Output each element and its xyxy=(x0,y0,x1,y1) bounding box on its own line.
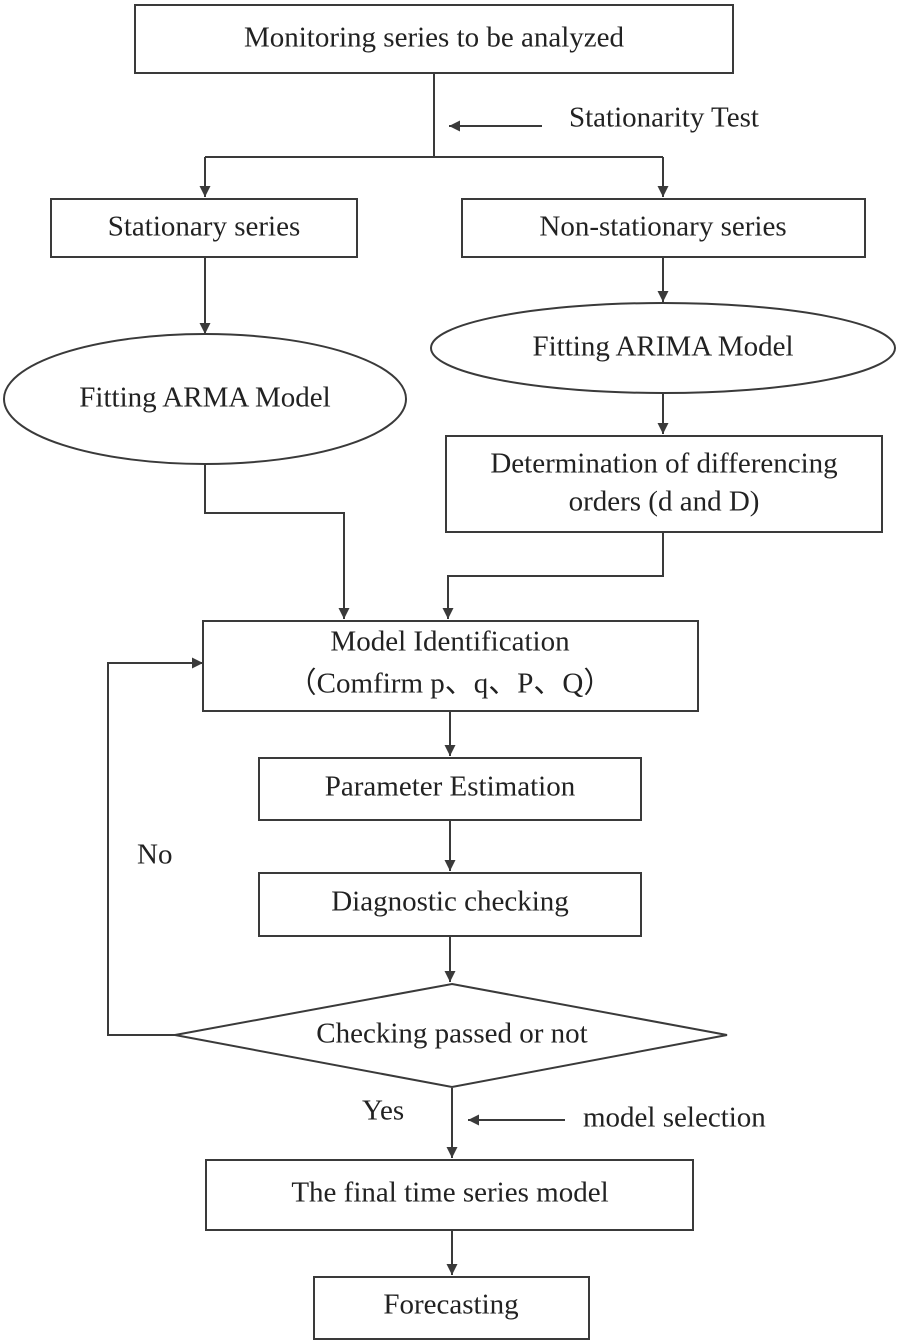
node-parameter-estimation: Parameter Estimation xyxy=(258,757,642,821)
node-diagnostic-checking: Diagnostic checking xyxy=(258,872,642,937)
node-diag-check-label: Diagnostic checking xyxy=(331,886,569,918)
node-check-passed-label: Checking passed or not xyxy=(316,1018,587,1050)
node-fit-arima: Fitting ARIMA Model xyxy=(430,302,896,394)
node-model-id-line1: Model Identification xyxy=(330,626,570,658)
arrow-arma-to-model-id xyxy=(204,465,350,619)
node-differencing: Determination of differencing orders (d … xyxy=(445,435,883,533)
label-no: No xyxy=(137,839,172,871)
label-stationarity-test: Stationarity Test xyxy=(569,102,759,134)
node-monitoring-label: Monitoring series to be analyzed xyxy=(244,22,625,54)
label-model-selection: model selection xyxy=(583,1102,766,1134)
node-forecasting: Forecasting xyxy=(313,1276,590,1340)
node-final-model: The final time series model xyxy=(205,1159,694,1231)
label-yes: Yes xyxy=(362,1095,404,1127)
node-final-model-label: The final time series model xyxy=(291,1177,608,1209)
connectors xyxy=(107,73,669,1275)
node-stationary: Stationary series xyxy=(50,198,358,258)
node-differencing-line2: orders (d and D) xyxy=(569,486,760,518)
node-differencing-line1: Determination of differencing xyxy=(490,448,837,480)
node-fit-arma-label: Fitting ARMA Model xyxy=(79,382,330,414)
arrow-no-loop xyxy=(107,657,203,1036)
node-model-identification: Model Identification （Comfirm p、q、P、Q） xyxy=(202,620,699,712)
node-fit-arima-label: Fitting ARIMA Model xyxy=(532,331,793,363)
node-model-id-line2: （Comfirm p、q、P、Q） xyxy=(288,668,613,700)
node-forecasting-label: Forecasting xyxy=(383,1289,518,1321)
node-fit-arma: Fitting ARMA Model xyxy=(3,333,407,465)
node-nonstationary-label: Non-stationary series xyxy=(539,211,786,243)
node-stationary-label: Stationary series xyxy=(108,211,300,243)
node-nonstationary: Non-stationary series xyxy=(461,198,866,258)
node-check-passed-decision: Checking passed or not xyxy=(174,982,728,1089)
arrow-diff-to-model-id xyxy=(442,533,664,619)
node-monitoring: Monitoring series to be analyzed xyxy=(134,4,734,74)
node-param-est-label: Parameter Estimation xyxy=(325,771,576,803)
